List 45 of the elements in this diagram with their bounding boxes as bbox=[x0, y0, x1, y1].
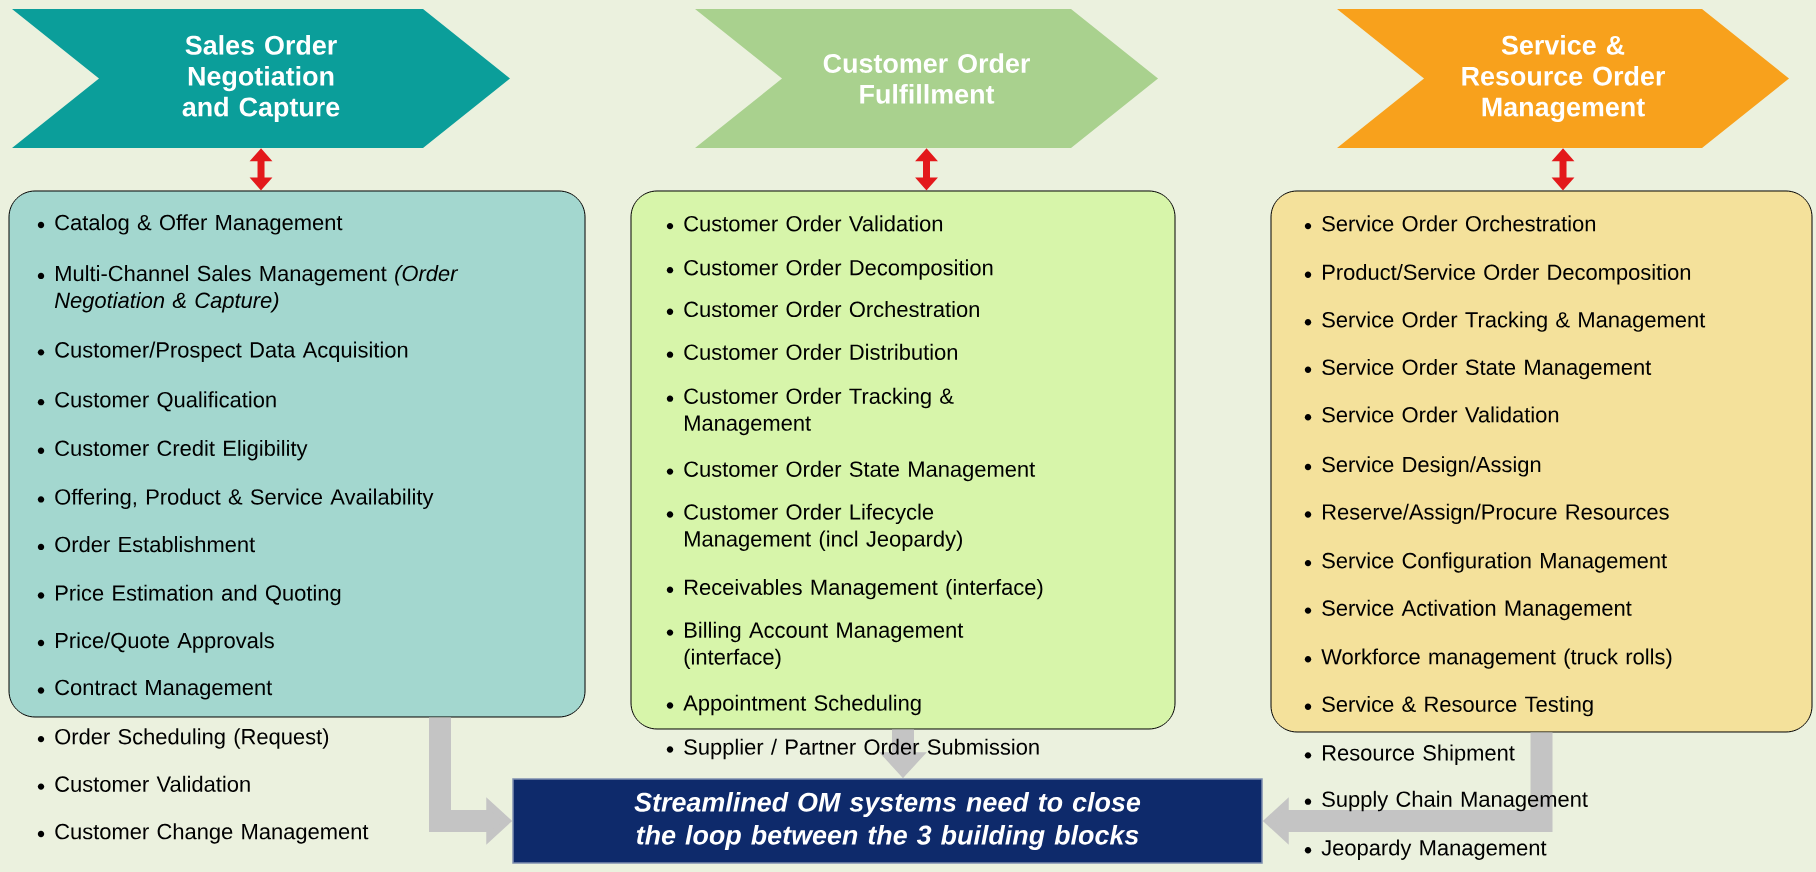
bullet-item: Customer Credit Eligibility bbox=[37, 439, 308, 461]
bullet-item: Customer Order Tracking & Management bbox=[666, 387, 954, 436]
bullet-item: Receivables Management (interface) bbox=[666, 578, 1043, 600]
chevron-banner: Sales Order Negotiation and Capture bbox=[12, 9, 510, 148]
bullet-item: Service & Resource Testing bbox=[1304, 695, 1593, 717]
bullet-item: Customer Order Distribution bbox=[666, 343, 957, 360]
bullet-item: Appointment Scheduling bbox=[666, 694, 921, 716]
bullet-item: Customer/Prospect Data Acquisition bbox=[37, 341, 408, 362]
bullet-item: Customer Order Lifecycle Management (incl Jeopardy) bbox=[666, 503, 962, 551]
bullet-item: Service Activation Management bbox=[1304, 599, 1632, 621]
chevron-banner: Customer Order Fulfillment bbox=[695, 9, 1158, 148]
bullet-item: Supply Chain Management bbox=[1304, 790, 1588, 812]
bullet-item: Jeopardy Management bbox=[1304, 839, 1547, 860]
bullet-item: Service Order Orchestration bbox=[1304, 215, 1596, 232]
bullet-item: Catalog & Offer Management bbox=[37, 214, 343, 235]
bullet-item: Customer Order Orchestration bbox=[666, 301, 979, 318]
bullet-item: Customer Order State Management bbox=[666, 460, 1036, 482]
bullet-item: Price Estimation and Quoting bbox=[37, 584, 341, 606]
bullet-item: Workforce management (truck rolls) bbox=[1304, 648, 1672, 669]
bullet-item: Customer Change Management bbox=[37, 823, 369, 844]
bullet-item: Multi-Channel Sales Management (Order Negotiation & Capture) bbox=[37, 265, 459, 313]
bullet-item: Service Order Validation bbox=[1304, 406, 1559, 423]
bullet-item: Contract Management bbox=[37, 679, 273, 700]
bullet-item: Offering, Product & Service Availability bbox=[37, 488, 434, 510]
bullet-item: Customer Order Decomposition bbox=[666, 259, 993, 280]
bullet-item: Customer Qualification bbox=[37, 391, 276, 412]
bullet-item: Reserve/Assign/Procure Resources bbox=[1304, 503, 1669, 525]
bullet-item: Customer Validation bbox=[37, 775, 250, 792]
bullet-item: Service Configuration Management bbox=[1304, 552, 1667, 573]
bullet-item: Order Establishment bbox=[37, 536, 255, 553]
bullet-item: Price/Quote Approvals bbox=[37, 632, 274, 653]
bullet-item: Product/Service Order Decomposition bbox=[1304, 263, 1691, 285]
list-box bbox=[1270, 190, 1813, 733]
message-box: Streamlined OM systems need to close the loop between the 3 building blocks bbox=[512, 778, 1263, 864]
bullet-item: Service Design/Assign bbox=[1304, 456, 1541, 477]
bullet-item: Service Order Tracking & Management bbox=[1304, 311, 1706, 332]
bullet-item: Service Order State Management bbox=[1304, 358, 1652, 380]
bullet-item: Resource Shipment bbox=[1304, 744, 1515, 765]
list-box bbox=[8, 190, 586, 718]
bullet-item: Customer Order Validation bbox=[666, 215, 943, 232]
list-box bbox=[630, 190, 1176, 730]
chevron-banner: Service & Resource Order Management bbox=[1337, 9, 1789, 148]
bullet-item: Billing Account Management (interface) bbox=[666, 621, 964, 670]
bullet-item: Supplier / Partner Order Submission bbox=[666, 738, 1039, 760]
bullet-item: Order Scheduling (Request) bbox=[37, 728, 329, 749]
